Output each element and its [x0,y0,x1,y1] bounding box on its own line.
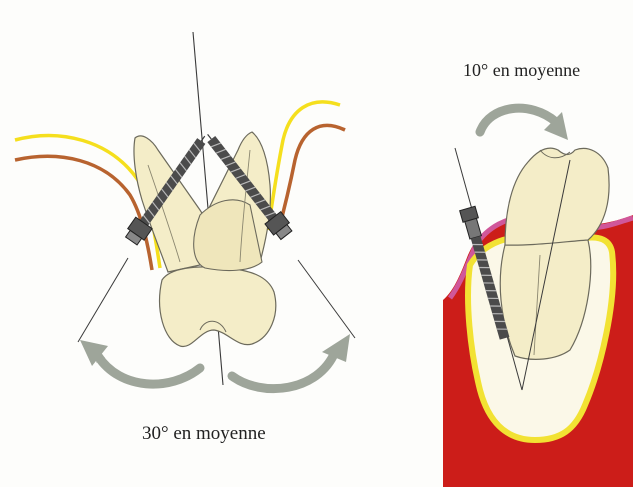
guide-line-right [298,260,355,338]
rotation-arrow-icon [98,356,200,384]
rotation-arrow-head-right [322,334,350,362]
left-panel [15,32,355,389]
rotation-arrow-icon [232,352,335,389]
angle-label-right: 10° en moyenne [463,60,580,81]
tooth-crown-right-panel [505,148,609,245]
gum-line-yellow-right [268,102,340,230]
guide-line-left [78,258,128,342]
gum-line-orange-right [278,125,345,232]
tooth-crown [160,267,276,347]
rotation-arrow-icon [480,108,556,132]
angle-label-left: 30° en moyenne [142,423,266,445]
right-panel [443,108,633,487]
